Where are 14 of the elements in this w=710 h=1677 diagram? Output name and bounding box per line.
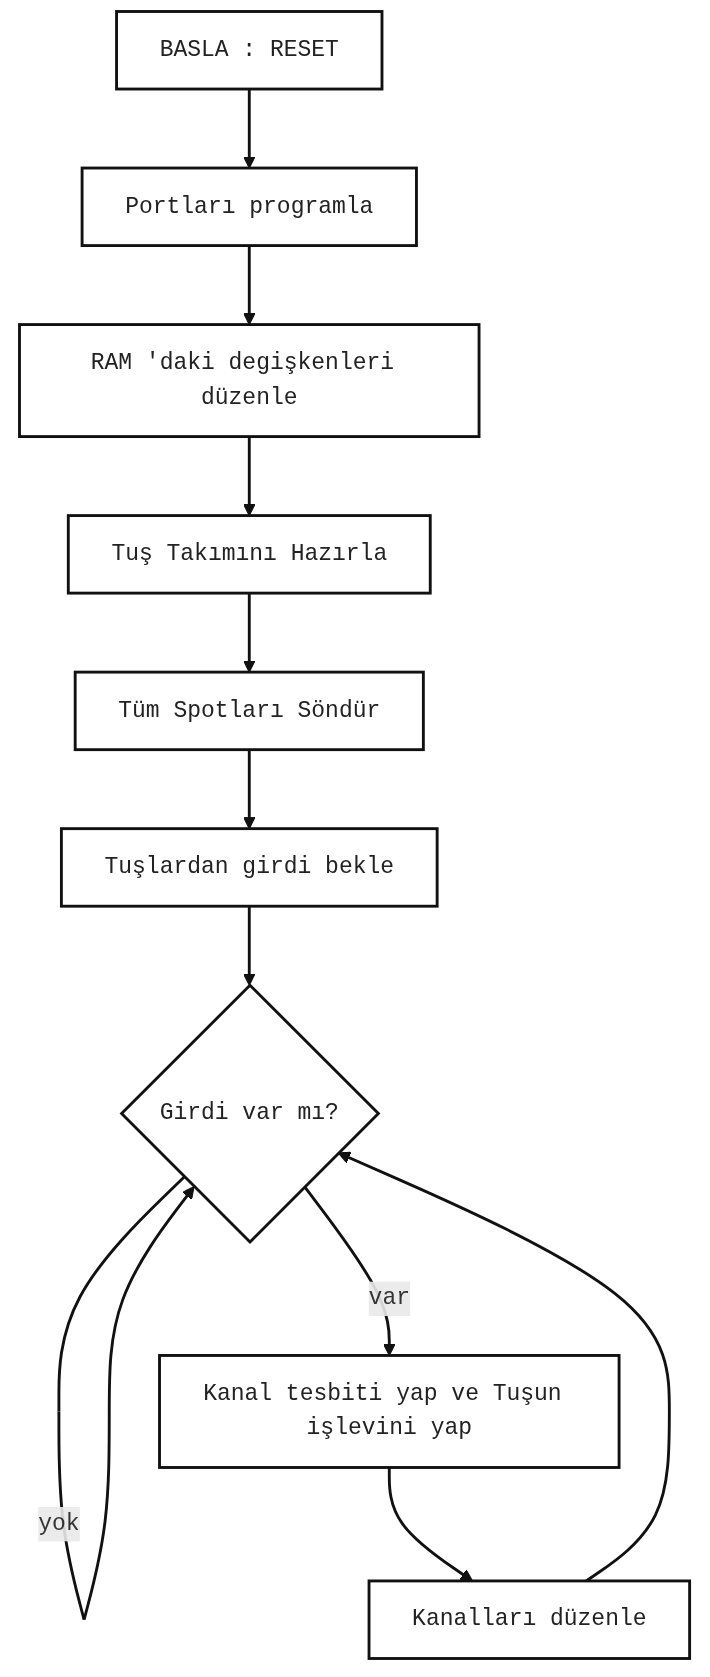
arrow (243, 906, 257, 986)
node-box: BASLA : RESET (115, 10, 384, 91)
node-box: RAM 'daki degişkenleri düzenle (18, 323, 481, 439)
node-box: Portları programla (81, 166, 419, 247)
arrow (243, 89, 257, 169)
node-box: Tuşlardan girdi bekle (60, 827, 440, 908)
edge-label: yok (38, 1511, 81, 1538)
node-box: Tuş Takımını Hazırla (67, 514, 433, 595)
node-box: Kanal tesbiti yap ve Tuşun işlevini yap (158, 1354, 621, 1469)
arrow (243, 593, 257, 673)
node-box: Tüm Spotları Söndür (74, 670, 426, 752)
node-box: Kanalları düzenle (368, 1579, 692, 1660)
edge-label: var (369, 1285, 411, 1312)
node-diamond: Girdi var mı? (120, 983, 381, 1245)
